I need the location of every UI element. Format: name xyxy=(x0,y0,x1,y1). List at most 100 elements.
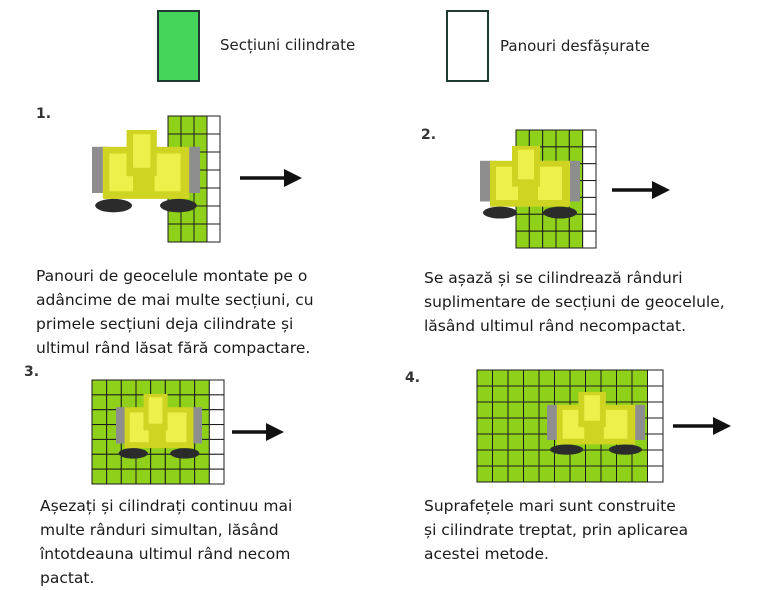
step-2-illustration xyxy=(480,129,670,249)
compacted-cell xyxy=(91,453,108,470)
compacted-cell xyxy=(631,465,648,483)
arrow-head xyxy=(652,181,670,199)
open-cell xyxy=(582,163,597,182)
open-cell xyxy=(582,129,597,148)
roller-wheel-right xyxy=(160,198,197,213)
open-cell xyxy=(582,230,597,249)
compacted-cell xyxy=(194,379,210,396)
arrow-head xyxy=(284,169,302,187)
compacted-cell xyxy=(179,468,196,485)
arrow-head xyxy=(713,417,731,435)
step-4-caption-line: acestei metode. xyxy=(424,545,549,563)
roller-cab-window xyxy=(518,149,534,180)
compacted-cell xyxy=(585,369,602,387)
compacted-cell xyxy=(492,417,509,435)
open-cell xyxy=(208,453,225,470)
compacted-cell xyxy=(568,129,584,148)
step-3-caption-line: întotdeauna ultimul rând necom xyxy=(40,545,291,563)
step-3-caption-line: multe rânduri simultan, lăsând xyxy=(40,521,279,539)
roller-panel-right xyxy=(538,166,562,201)
compacted-cell xyxy=(193,115,208,135)
roller-panel-right xyxy=(165,412,187,443)
open-cell xyxy=(208,438,225,455)
compacted-cell xyxy=(194,468,210,485)
open-cell xyxy=(647,449,664,467)
compacted-cell xyxy=(194,453,210,470)
compacted-cell xyxy=(91,424,108,440)
compacted-cell xyxy=(523,401,540,419)
direction-arrow-icon xyxy=(240,169,302,187)
compacted-cell xyxy=(91,379,108,396)
direction-arrow-icon xyxy=(612,181,670,199)
compacted-cell xyxy=(631,369,648,387)
open-cell xyxy=(582,213,597,232)
open-cell xyxy=(206,205,221,225)
compacted-cell xyxy=(515,230,530,249)
compacted-cell xyxy=(538,385,555,403)
roller-panel-right xyxy=(154,153,181,192)
roller-cab-window xyxy=(584,395,600,421)
open-cell xyxy=(206,223,221,243)
compacted-cell xyxy=(167,223,182,243)
compacted-cell xyxy=(120,379,137,396)
compacted-cell xyxy=(616,385,633,403)
open-cell xyxy=(206,169,221,189)
roller-wheel-right xyxy=(608,444,643,455)
compacted-cell xyxy=(164,468,181,485)
compacted-cell xyxy=(523,449,540,467)
compacted-cell xyxy=(600,465,617,483)
compacted-cell xyxy=(492,465,509,483)
compacted-cell xyxy=(492,433,509,451)
compacted-cell xyxy=(555,230,570,249)
compacted-cell xyxy=(507,369,524,387)
step-3-illustration xyxy=(91,379,284,485)
compacted-cell xyxy=(554,369,571,387)
compacted-cell xyxy=(538,369,555,387)
compacted-cell xyxy=(476,449,493,467)
compacted-cell xyxy=(523,385,540,403)
roller-cab-window xyxy=(148,397,163,424)
compacted-cell xyxy=(492,369,509,387)
compacted-cell xyxy=(180,115,195,135)
compacted-cell xyxy=(523,369,540,387)
compacted-cell xyxy=(515,213,530,232)
compacted-cell xyxy=(554,465,571,483)
compacted-cell xyxy=(492,449,509,467)
open-cell xyxy=(647,401,664,419)
compacted-cell xyxy=(91,409,108,426)
direction-arrow-icon xyxy=(232,423,284,441)
open-cell xyxy=(206,151,221,171)
step-2-caption-line: Se așază și se cilindrează rânduri xyxy=(424,269,683,287)
compacted-cell xyxy=(542,230,557,249)
open-cell xyxy=(208,409,225,426)
compacted-cell xyxy=(507,449,524,467)
roller-wheel-left xyxy=(118,448,148,459)
step-4-number: 4. xyxy=(405,370,421,386)
open-cell xyxy=(582,180,597,198)
legend-swatch-open xyxy=(446,10,489,82)
compacted-cell xyxy=(523,465,540,483)
compacted-cell xyxy=(492,401,509,419)
compacted-cell xyxy=(135,379,152,396)
open-cell xyxy=(206,133,221,153)
step-1-caption-line: Panouri de geocelule montate pe o xyxy=(36,267,308,285)
compacted-cell xyxy=(179,379,196,396)
compacted-cell xyxy=(507,385,524,403)
compacted-cell xyxy=(476,417,493,435)
step-1-number: 1. xyxy=(36,106,52,122)
open-cell xyxy=(647,417,664,435)
compacted-cell xyxy=(507,433,524,451)
compacted-cell xyxy=(476,401,493,419)
compacted-cell xyxy=(538,465,555,483)
compacted-cell xyxy=(135,468,152,485)
roller-panel-right xyxy=(603,409,628,439)
compacted-cell xyxy=(150,379,166,396)
roller-icon xyxy=(480,146,580,219)
open-cell xyxy=(647,385,664,403)
step-3-number: 3. xyxy=(24,364,40,380)
open-cell xyxy=(208,468,225,485)
legend-label-open: Panouri desfășurate xyxy=(500,37,650,55)
step-2-caption-line: lăsând ultimul rând necompactat. xyxy=(424,317,687,335)
compacted-cell xyxy=(507,417,524,435)
open-cell xyxy=(208,379,225,396)
